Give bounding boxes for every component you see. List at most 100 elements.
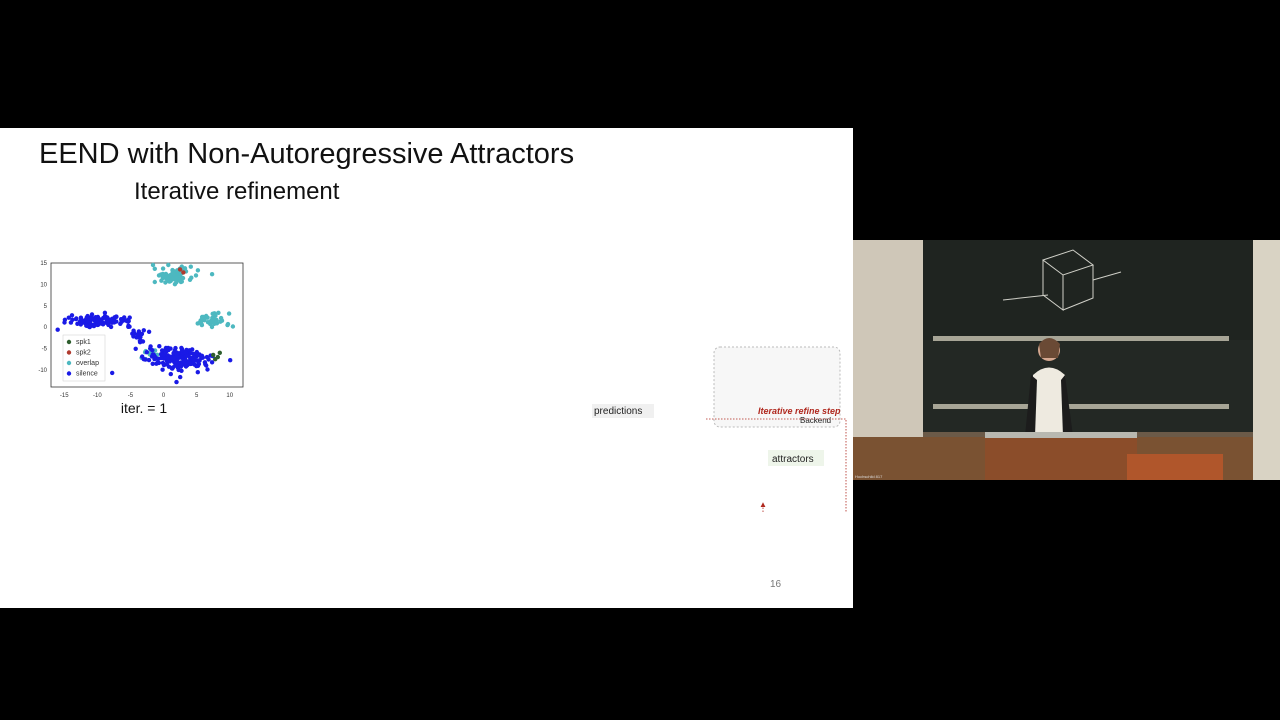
scatter-point-silence — [80, 318, 85, 324]
scatter-point-silence — [186, 359, 191, 364]
scatter-point-spk1 — [211, 352, 216, 358]
scatter-point-silence — [102, 310, 108, 315]
x-tick-label: 0 — [162, 393, 166, 399]
scatter-point-silence — [136, 329, 142, 334]
scatter-point-silence — [158, 352, 164, 357]
scatter-point-spk1 — [217, 350, 222, 355]
scatter-point-silence — [178, 374, 183, 380]
scatter-point-overlap — [179, 279, 184, 284]
scatter-point-silence — [171, 350, 176, 356]
attractors-label: attractors — [772, 454, 814, 465]
scatter-point-silence — [188, 351, 193, 356]
scatter-point-overlap — [160, 275, 166, 280]
chalk-cube-drawing — [1002, 249, 1122, 311]
scatter-point-silence — [156, 356, 161, 362]
scatter-point-silence — [118, 317, 124, 322]
scatter-point-overlap — [230, 324, 236, 329]
scatter-point-overlap — [209, 324, 215, 330]
scatter-point-silence — [228, 358, 233, 363]
y-tick-label: 10 — [40, 282, 47, 288]
y-tick-label: -10 — [38, 368, 47, 374]
scatter-point-overlap — [171, 271, 177, 277]
speaker-video-inset: Hochschild 817 — [853, 240, 1280, 480]
scatter-point-silence — [168, 346, 173, 351]
scatter-point-silence — [62, 320, 67, 325]
scatter-point-silence — [106, 322, 111, 328]
chalk-tray-lower — [933, 404, 1229, 409]
scatter-point-silence — [125, 318, 130, 323]
scatter-point-silence — [174, 363, 179, 368]
scatter-point-silence — [78, 315, 84, 320]
lectern — [985, 435, 1137, 480]
scatter-point-silence — [146, 357, 152, 363]
y-tick-label: 5 — [44, 304, 48, 310]
scatter-point-overlap — [216, 310, 221, 315]
legend-label-overlap: overlap — [76, 360, 99, 367]
scatter-point-silence — [191, 359, 197, 364]
legend-marker-spk2 — [66, 350, 72, 355]
scatter-point-overlap — [225, 321, 231, 327]
scatter-point-overlap — [209, 272, 215, 277]
scatter-point-silence — [152, 354, 157, 359]
scatter-point-silence — [205, 367, 210, 372]
scatter-point-silence — [91, 317, 96, 322]
scatter-point-silence — [148, 344, 153, 349]
scatter-point-silence — [141, 357, 146, 362]
scatter-point-silence — [196, 361, 202, 367]
scatter-point-silence — [157, 344, 162, 349]
scatter-point-silence — [163, 348, 168, 353]
left-wall-panel — [853, 240, 923, 440]
scatter-point-overlap — [226, 311, 232, 316]
iterative-refine-label: Iterative refine step — [758, 406, 841, 416]
x-tick-label: 5 — [195, 393, 199, 399]
scatter-point-overlap — [160, 266, 166, 271]
scatter-point-silence — [182, 349, 188, 355]
scatter-point-overlap — [166, 262, 171, 268]
legend-marker-spk1 — [66, 339, 72, 345]
eend-eda-architecture-diagram: Backend — [592, 346, 847, 512]
x-tick-label: -15 — [60, 393, 69, 399]
attractors-label-bg — [768, 450, 824, 466]
backend-region — [713, 346, 841, 428]
page-number: 16 — [770, 579, 782, 590]
scatter-point-silence — [133, 346, 138, 351]
scatter-point-silence — [209, 360, 215, 365]
scatter-point-silence — [91, 323, 97, 329]
scatter-point-silence — [178, 354, 184, 359]
blackboard-lower — [923, 340, 1253, 432]
side-table — [1127, 454, 1223, 480]
legend-label-spk2: spk2 — [76, 350, 91, 357]
scatter-point-overlap — [150, 262, 156, 268]
slide-title: EEND with Non-Autoregressive Attractors — [39, 138, 575, 170]
scatter-point-overlap — [213, 313, 218, 318]
scatter-point-silence — [105, 315, 110, 320]
scatter-point-overlap — [218, 319, 223, 324]
scatter-point-silence — [195, 370, 200, 375]
y-tick-label: 15 — [40, 261, 47, 267]
scatter-point-silence — [187, 355, 193, 360]
scatter-point-overlap — [174, 276, 179, 281]
scatter-point-silence — [150, 348, 155, 353]
scatter-point-silence — [127, 324, 132, 329]
scatter-point-silence — [166, 358, 171, 363]
x-tick-label: 10 — [226, 393, 233, 399]
scatter-point-silence — [66, 315, 71, 320]
scatter-point-overlap — [195, 268, 201, 273]
scatter-point-silence — [154, 361, 159, 366]
scatter-point-silence — [139, 332, 144, 337]
scatter-point-silence — [195, 353, 201, 358]
scatter-point-silence — [131, 334, 136, 339]
legend-marker-overlap — [66, 360, 72, 366]
scatter-point-silence — [184, 353, 189, 359]
scatter-point-silence — [179, 363, 184, 368]
lectern-top — [985, 432, 1137, 438]
scatter-point-silence — [112, 315, 117, 320]
scatter-point-silence — [69, 313, 75, 318]
scatter-point-silence — [144, 350, 149, 355]
scatter-point-silence — [87, 324, 92, 329]
scatter-point-silence — [150, 361, 155, 366]
scatter-point-spk2 — [181, 270, 186, 275]
legend-label-silence: silence — [76, 371, 98, 378]
